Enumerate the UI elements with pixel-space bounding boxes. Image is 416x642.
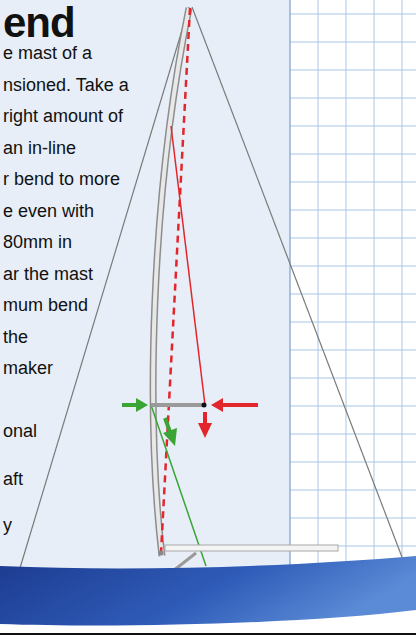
backstay (192, 7, 405, 565)
body-text-fragment: aft (3, 469, 23, 489)
grid-line (290, 518, 416, 519)
body-text-slot: right amount of (3, 105, 123, 127)
panel-border (289, 0, 291, 570)
mast-outline (153, 8, 189, 556)
grid-line (290, 238, 416, 239)
body-text-slot: the (3, 326, 28, 348)
grid-line (290, 42, 416, 43)
grid-line (402, 0, 403, 570)
body-text-fragment: r bend to more (3, 169, 120, 189)
grid-line (290, 434, 416, 435)
body-text-fragment: right amount of (3, 106, 123, 126)
grid-line (290, 294, 416, 295)
grid-line (290, 350, 416, 351)
grid-line (290, 462, 416, 463)
grid (290, 0, 416, 570)
body-text-slot: maker (3, 357, 53, 379)
hull (0, 556, 416, 625)
green-down-arrow (165, 418, 170, 432)
body-text-slot: ar the mast (3, 263, 93, 285)
green-down-arrowhead (163, 428, 177, 446)
grid-line (290, 210, 416, 211)
grid-line (290, 406, 416, 407)
body-text-fragment: onal (3, 421, 37, 441)
body-text-slot: an in-line (3, 137, 76, 159)
grid-line (318, 0, 319, 570)
heading-slot: end (3, 2, 75, 44)
spreader-tip (202, 403, 207, 408)
body-text-fragment: y (3, 515, 12, 535)
body-text-slot: 80mm in (3, 231, 72, 253)
body-text-slot: y (3, 514, 12, 536)
grid-line (290, 14, 416, 15)
body-text-fragment: nsioned. Take a (3, 75, 129, 95)
grid-line (290, 70, 416, 71)
red-down-arrow (203, 412, 207, 424)
green-push-arrowhead (136, 398, 148, 412)
spreader (151, 403, 205, 407)
straight-reference-line (161, 8, 190, 553)
lower-shroud (151, 405, 206, 566)
heading: end (3, 0, 75, 46)
body-text-slot: nsioned. Take a (3, 74, 129, 96)
grid-line (346, 0, 347, 570)
text-panel (0, 0, 290, 570)
mast-foot-dot (159, 551, 164, 556)
body-text-slot: onal (3, 420, 37, 442)
red-push-arrow (222, 403, 258, 407)
grid-line (290, 266, 416, 267)
mast (153, 8, 189, 556)
boom (165, 545, 338, 551)
red-push-arrowhead (211, 398, 223, 412)
body-text-fragment: ar the mast (3, 264, 93, 284)
grid-line (290, 182, 416, 183)
body-text-fragment: e mast of a (3, 43, 92, 63)
body-text-slot: e even with (3, 200, 94, 222)
red-down-arrowhead (198, 423, 212, 438)
body-text-fragment: the (3, 327, 28, 347)
grid-line (290, 98, 416, 99)
body-text-slot: mum bend (3, 294, 88, 316)
baseline-rule (0, 633, 416, 635)
cap-shroud (171, 126, 205, 405)
body-text-fragment: 80mm in (3, 232, 72, 252)
grid-line (290, 126, 416, 127)
body-text-slot: e mast of a (3, 42, 92, 64)
body-text-fragment: mum bend (3, 295, 88, 315)
grid-line (290, 322, 416, 323)
body-text-fragment: an in-line (3, 138, 76, 158)
body-text-slot: aft (3, 468, 23, 490)
grid-line (290, 490, 416, 491)
body-text-fragment: e even with (3, 201, 94, 221)
grid-line (290, 378, 416, 379)
body-text-fragment: maker (3, 358, 53, 378)
body-text-slot: r bend to more (3, 168, 120, 190)
green-push-arrow (122, 403, 138, 407)
grid-line (290, 154, 416, 155)
